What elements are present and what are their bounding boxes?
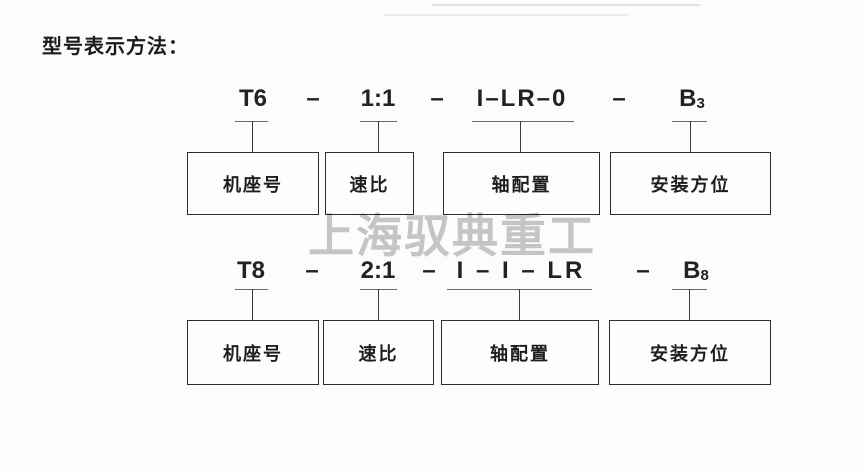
page-title: 型号表示方法： (42, 36, 189, 58)
box-label: 速比 (358, 343, 399, 364)
scan-artifact-line (432, 4, 700, 6)
box-label: 速比 (349, 174, 390, 195)
code-shaft-config: I–LR–0 (476, 85, 568, 112)
code-frame-size: T8 (236, 257, 266, 284)
mount-position-box: 安装方位 (610, 152, 771, 215)
code-shaft-config: I – I – LR (456, 257, 586, 284)
code-separator: – (422, 257, 436, 284)
box-label: 安装方位 (650, 174, 731, 195)
code-mount-position: B3 (679, 86, 705, 115)
mount-subscript: 8 (700, 267, 709, 284)
code-ratio: 2:1 (360, 257, 396, 284)
frame-size-box: 机座号 (187, 320, 319, 385)
frame-size-box: 机座号 (187, 152, 319, 215)
box-label: 轴配置 (491, 174, 552, 195)
code-separator: – (305, 257, 319, 284)
box-label: 机座号 (223, 343, 283, 364)
ratio-box: 速比 (325, 152, 414, 215)
code-frame-size: T6 (238, 85, 268, 112)
mount-subscript: 3 (696, 95, 705, 112)
box-label: 轴配置 (490, 343, 550, 364)
code-ratio: 1:1 (360, 85, 396, 112)
code-separator: – (636, 257, 650, 284)
code-mount-position: B8 (683, 258, 709, 287)
mount-letter: B (679, 85, 697, 112)
code-separator: – (612, 85, 626, 112)
shaft-config-box: 轴配置 (443, 152, 600, 215)
code-separator: – (430, 85, 444, 112)
shaft-config-box: 轴配置 (441, 320, 599, 385)
mount-position-box: 安装方位 (609, 320, 771, 385)
mount-letter: B (683, 257, 701, 284)
box-label: 安装方位 (650, 343, 730, 364)
scan-artifact-line (384, 14, 628, 16)
box-label: 机座号 (223, 174, 283, 195)
code-separator: – (306, 85, 320, 112)
ratio-box: 速比 (323, 320, 434, 385)
